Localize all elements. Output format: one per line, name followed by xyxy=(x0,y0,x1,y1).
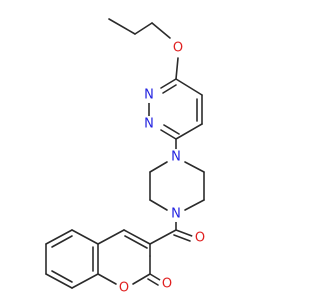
atom-label-o-ring: O xyxy=(119,281,129,296)
oxygen-atom-carbonyl: O xyxy=(192,230,208,246)
propyl-chain xyxy=(108,18,179,80)
oxygen-atom-propoxy: O xyxy=(170,40,186,56)
nitrogen-atom-pyridazine-2: N xyxy=(141,116,157,132)
oxygen-atom-ring: O xyxy=(116,280,132,296)
atom-label-n-piperazine-top: N xyxy=(171,150,181,165)
carbonyl-group xyxy=(149,218,193,245)
pyridazine-ring xyxy=(148,78,203,140)
benzene-ring xyxy=(45,229,99,289)
atom-label-o-propoxy: O xyxy=(173,41,183,56)
nitrogen-atom-pyridazine-1: N xyxy=(141,87,157,103)
structure-diagram: O N N N N O O O xyxy=(45,18,208,296)
atom-label-n-piperazine-bottom: N xyxy=(171,207,181,222)
pyranone-ring xyxy=(97,229,161,286)
atom-label-o-carbonyl: O xyxy=(195,231,205,246)
molecule-svg: O N N N N O O O xyxy=(45,18,208,296)
atom-label-n-pyridazine-1: N xyxy=(144,88,154,103)
nitrogen-atom-piperazine-bottom: N xyxy=(168,206,184,222)
atom-label-o-lactone: O xyxy=(162,277,172,292)
atom-label-n-pyridazine-2: N xyxy=(144,117,154,132)
oxygen-atom-lactone: O xyxy=(159,276,175,292)
piperazine-ring xyxy=(149,161,205,211)
nitrogen-atom-piperazine-top: N xyxy=(168,149,184,165)
